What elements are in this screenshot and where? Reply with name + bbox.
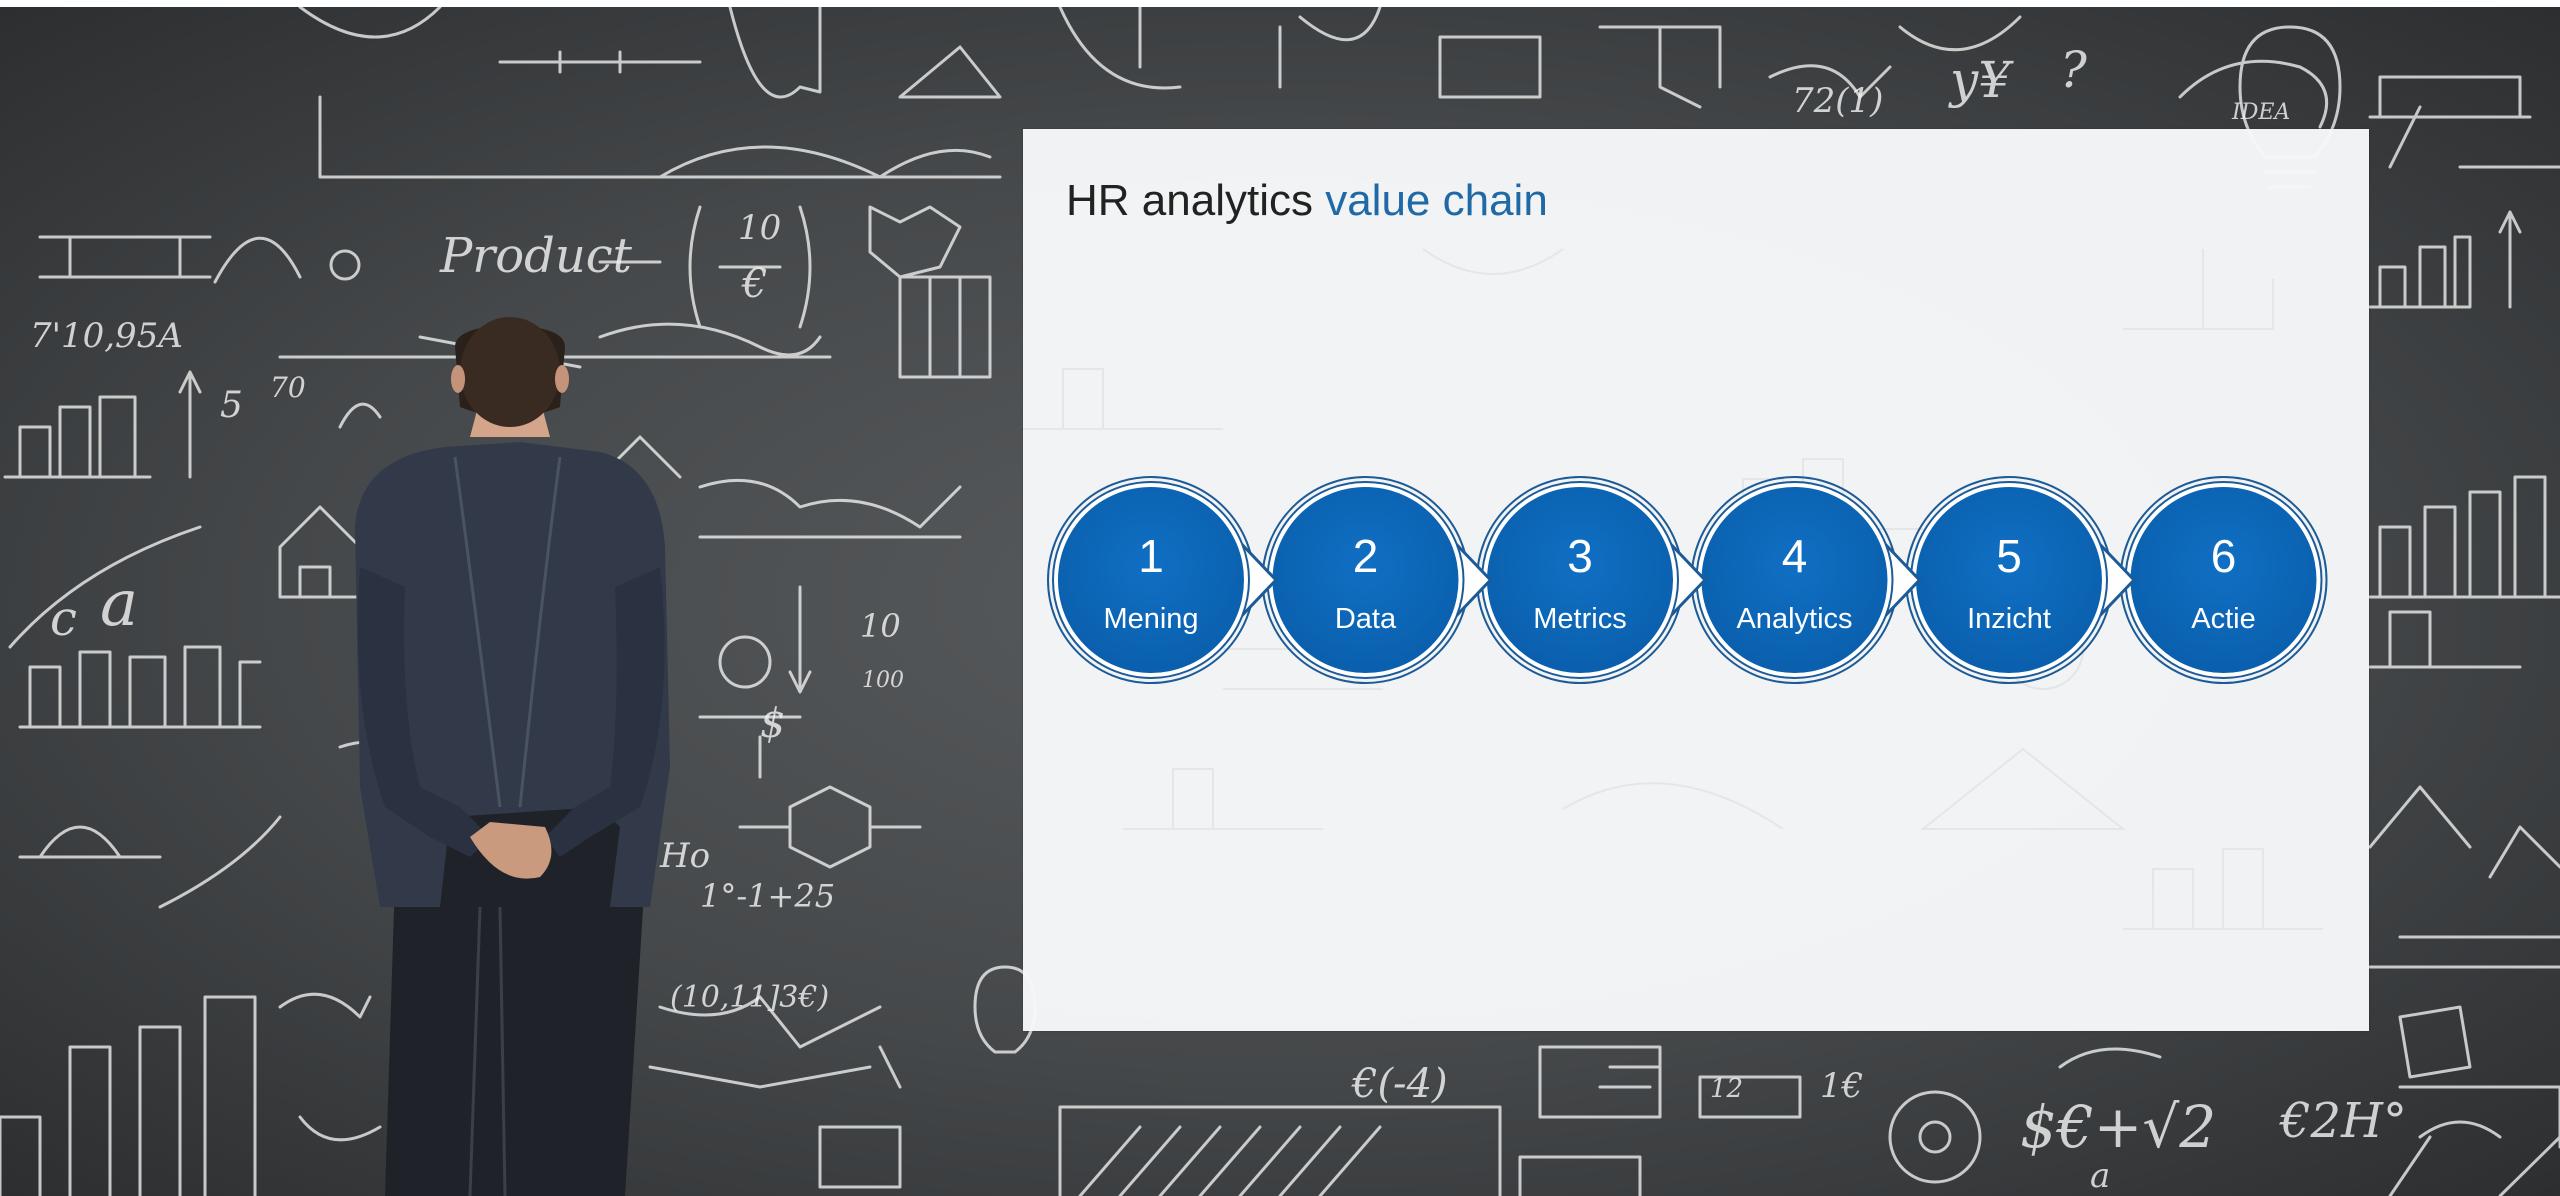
slide-title-accent: value chain bbox=[1325, 176, 1548, 225]
step-circle bbox=[2130, 487, 2317, 673]
chalk-text: 100 bbox=[862, 668, 904, 693]
step-label: Inzicht bbox=[1967, 603, 2051, 635]
chalk-text: €2H° bbox=[2278, 1093, 2407, 1149]
chalk-text: 10 bbox=[738, 208, 781, 248]
step-circle bbox=[1701, 487, 1888, 673]
step-number: 1 bbox=[1138, 530, 1164, 582]
chalk-text: IDEA bbox=[2231, 100, 2290, 125]
step-label: Analytics bbox=[1736, 603, 1852, 635]
value-chain-diagram: 6Actie5Inzicht4Analytics3Metrics2Data1Me… bbox=[1047, 476, 2328, 684]
chalk-text: $€+√2 bbox=[2020, 1093, 2216, 1161]
step-circle bbox=[1916, 487, 2102, 673]
slide-frame: Product IDEA 10 € 7'10,95A 5 70 a c 10 1… bbox=[0, 7, 2560, 1196]
chalk-text: a bbox=[2090, 1156, 2110, 1196]
chalk-writing: Product IDEA 10 € 7'10,95A 5 70 a c 10 1… bbox=[30, 41, 2407, 1196]
step-circle bbox=[1272, 487, 1459, 673]
chalk-text: € bbox=[741, 261, 767, 307]
chalk-text: 72(1) bbox=[1792, 81, 1883, 121]
step-number: 6 bbox=[2211, 530, 2237, 582]
chalk-text: c bbox=[50, 591, 77, 647]
step-circle bbox=[1487, 487, 1673, 673]
step-number: 3 bbox=[1567, 530, 1593, 582]
businessman-silhouette bbox=[355, 317, 670, 1196]
step-label: Actie bbox=[2191, 603, 2255, 635]
chalk-text: €(-4) bbox=[1351, 1061, 1448, 1107]
chalk-text: 7'10,95A bbox=[30, 316, 183, 356]
chalk-text: (10,11]3€) bbox=[670, 980, 829, 1015]
chalk-text: 1€ bbox=[1820, 1066, 1863, 1106]
chalk-text: 1°-1+25 bbox=[700, 877, 835, 915]
step-label: Data bbox=[1335, 603, 1397, 635]
step-number: 2 bbox=[1353, 530, 1379, 582]
chalk-text: a bbox=[100, 567, 138, 641]
chalk-text: Product bbox=[439, 228, 633, 284]
chalk-text: 70 bbox=[270, 371, 306, 404]
chalk-text: $ bbox=[760, 701, 785, 747]
step-circle bbox=[1058, 487, 1244, 673]
blackboard-background: Product IDEA 10 € 7'10,95A 5 70 a c 10 1… bbox=[0, 7, 2560, 1196]
chalk-text: y¥ bbox=[1948, 51, 2014, 109]
slide-title-plain: HR analytics bbox=[1066, 176, 1313, 225]
chalk-text: 5 bbox=[220, 385, 243, 426]
chalk-text: ? bbox=[2060, 41, 2088, 99]
step-number: 5 bbox=[1996, 530, 2022, 582]
chalk-text: 10 bbox=[860, 607, 901, 645]
step-label: Mening bbox=[1103, 603, 1198, 635]
chalk-text: 12 bbox=[1710, 1074, 1743, 1104]
chalk-text: Ho bbox=[659, 836, 710, 876]
step-label: Metrics bbox=[1533, 603, 1626, 635]
slide-title: HR analytics value chain bbox=[1066, 175, 1548, 228]
step-number: 4 bbox=[1782, 530, 1808, 582]
